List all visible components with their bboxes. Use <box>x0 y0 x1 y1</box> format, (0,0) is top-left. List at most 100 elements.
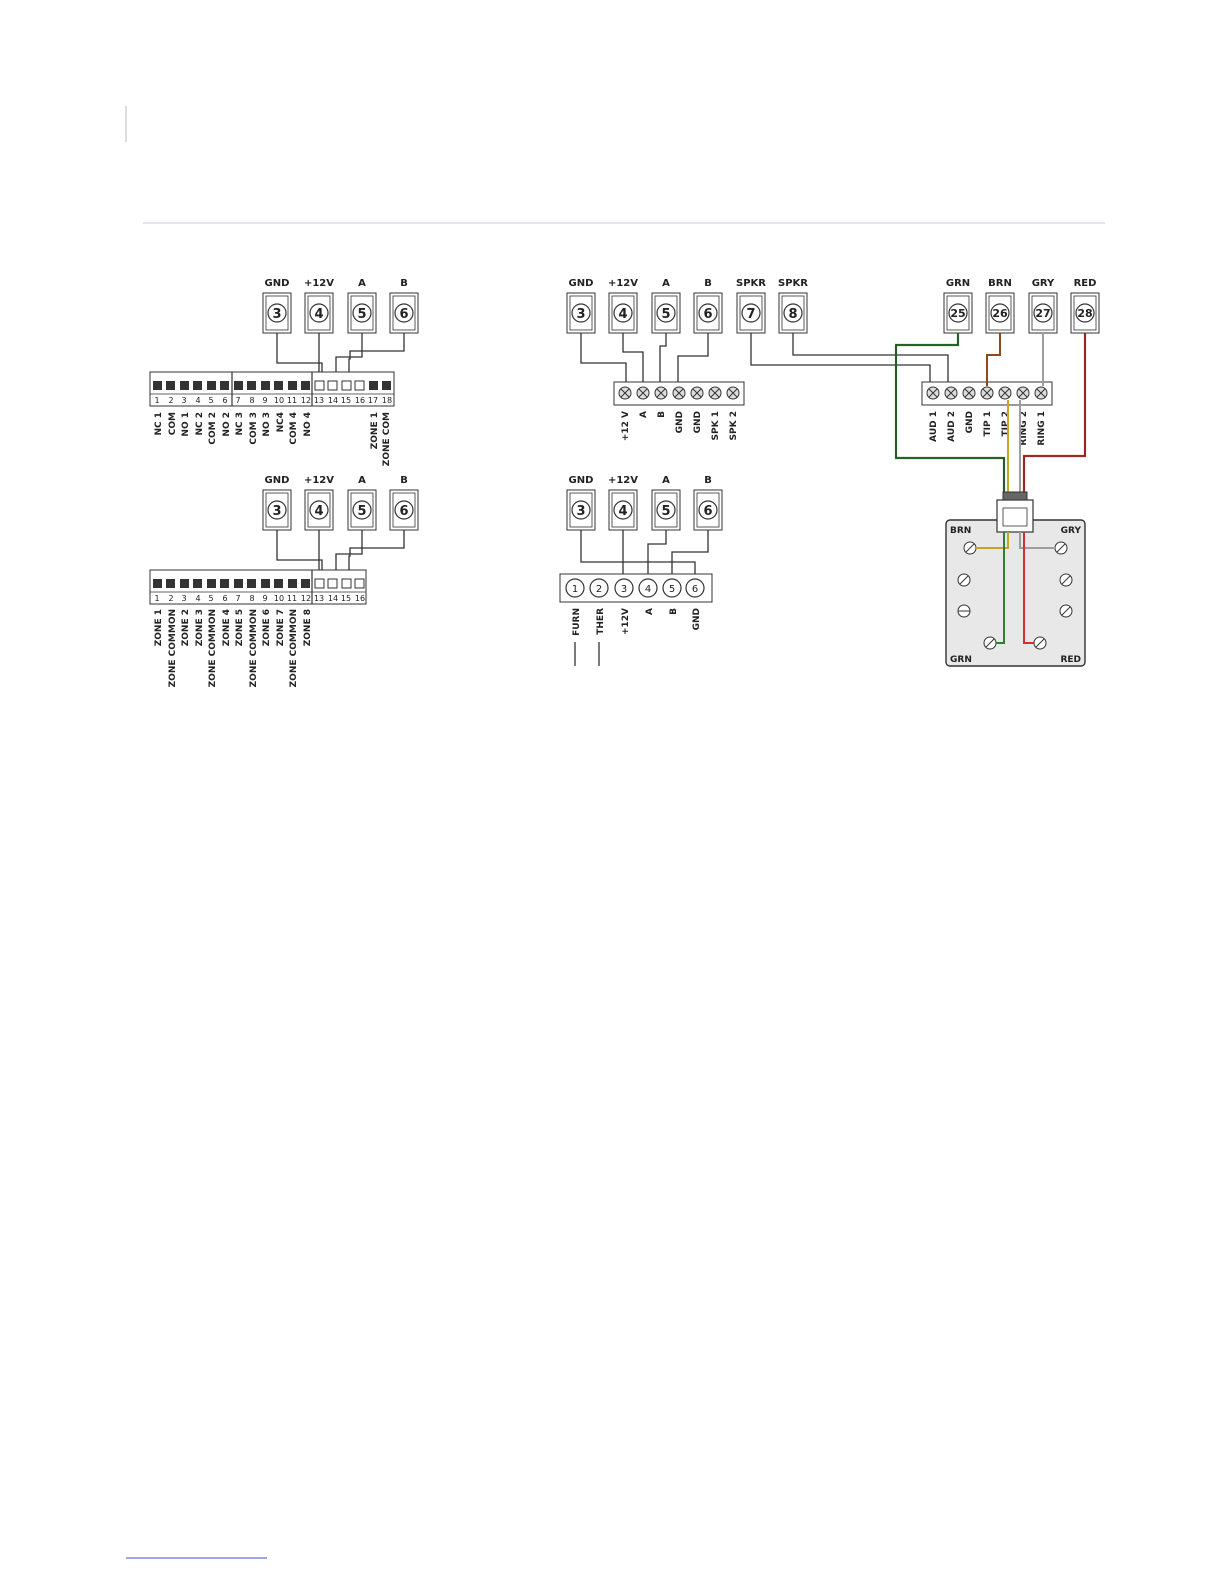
strip-numbers: 1 2 3 4 5 6 7 8 9 10 11 12 13 14 15 16 <box>154 594 365 603</box>
panel-terminal: B 6 <box>693 278 723 334</box>
terminal-label: AUD 1 <box>929 411 939 442</box>
strip-number: 6 <box>692 584 698 595</box>
terminal-label: GND <box>965 411 975 433</box>
terminal-number: 28 <box>1077 307 1092 320</box>
strip-number: 11 <box>287 594 297 603</box>
panel-terminal: GND 3 <box>566 278 596 334</box>
terminal-number: 3 <box>576 504 585 519</box>
bottom-right-diagram: GND 3 +12V 4 A 5 B <box>559 475 723 666</box>
terminal-number: 5 <box>357 504 366 519</box>
strip-number: 6 <box>222 594 227 603</box>
module-strip: +12 V A B GND GND SPK 1 SPK 2 <box>613 381 745 441</box>
terminal-label: NC 2 <box>195 412 205 436</box>
terminal-number: 3 <box>272 307 281 322</box>
strip-number: 2 <box>168 594 173 603</box>
terminal-number: 6 <box>399 504 408 519</box>
terminal-strip: 1 2 3 4 5 6 7 8 9 10 11 12 13 14 15 16 1… <box>149 371 395 407</box>
terminal-label: GND <box>675 411 685 433</box>
audio-strip: AUD 1 AUD 2 GND TIP 1 TIP 2 RING 2 RING … <box>921 381 1053 446</box>
terminal-label: SPK 1 <box>711 411 721 440</box>
strip-number: 13 <box>314 594 324 603</box>
strip-number: 14 <box>328 594 338 603</box>
terminal-number: 5 <box>357 307 366 322</box>
jack-label-gry: GRY <box>1061 526 1082 536</box>
black-wires <box>580 333 949 385</box>
terminal-label: ZONE 6 <box>262 609 272 646</box>
terminal-label: NO 4 <box>303 412 313 437</box>
panel-terminal: A 5 <box>651 278 681 334</box>
strip-number: 5 <box>208 396 213 405</box>
terminal-label: A <box>645 608 655 615</box>
panel-terminal: B 6 <box>389 278 419 334</box>
module-labels: +12 V A B GND GND SPK 1 SPK 2 <box>621 411 739 441</box>
strip-number: 2 <box>596 584 602 595</box>
bottom-left-diagram: GND 3 +12V 4 A 5 B <box>149 475 419 687</box>
terminal-number: 26 <box>992 307 1008 320</box>
terminal-labels: NC 1 COM NO 1 NC 2 COM 2 NO 2 NC 3 COM 3… <box>154 412 392 466</box>
strip-number: 15 <box>341 594 351 603</box>
panel-terminal: A 5 <box>651 475 681 531</box>
panel-terminals: GND 3 +12V 4 A 5 B <box>262 278 419 334</box>
panel-terminal: +12V 4 <box>304 278 334 334</box>
strip-numbers: 1 2 3 4 5 6 7 8 9 10 11 12 13 14 15 16 1… <box>154 396 392 405</box>
panel-terminal: +12V 4 <box>608 278 638 334</box>
strip-number: 2 <box>168 396 173 405</box>
strip-number: 14 <box>328 396 338 405</box>
strip-number: 13 <box>314 396 324 405</box>
terminal-number: 7 <box>746 307 755 322</box>
wires <box>580 530 709 578</box>
terminal-strip: 1 2 3 4 5 6 7 8 9 10 11 12 13 14 15 16 <box>149 569 367 605</box>
panel-terminal: B 6 <box>693 475 723 531</box>
terminal-labels: ZONE 1 ZONE COMMON ZONE 2 ZONE 3 ZONE CO… <box>154 609 313 687</box>
terminal-label: RING 2 <box>1019 411 1029 446</box>
terminal-header: GND <box>265 475 290 486</box>
terminal-header: BRN <box>988 278 1012 289</box>
colored-wires <box>894 333 1087 492</box>
terminal-label: NO 3 <box>262 412 272 437</box>
terminal-label: ZONE COMMON <box>289 609 299 687</box>
terminal-label: TIP 2 <box>1001 411 1011 436</box>
terminal-label: +12 V <box>621 411 631 441</box>
panel-terminal: GRY 27 <box>1028 278 1058 334</box>
phone-jack: BRN GRY GRN RED <box>945 491 1086 667</box>
terminal-number: 4 <box>618 504 627 519</box>
panel-terminals: GND 3 +12V 4 A 5 B <box>262 475 419 531</box>
terminal-number: 3 <box>272 504 281 519</box>
terminal-number: 4 <box>314 504 323 519</box>
strip-number: 15 <box>341 396 351 405</box>
strip-number: 17 <box>368 396 378 405</box>
strip-number: 12 <box>301 396 311 405</box>
terminal-strip: 1 2 3 4 5 6 <box>559 573 713 603</box>
strip-number: 3 <box>621 584 627 595</box>
terminal-label: ZONE COMMON <box>208 609 218 687</box>
terminal-number: 4 <box>618 307 627 322</box>
terminal-header: +12V <box>608 475 638 486</box>
terminal-number: 27 <box>1035 307 1050 320</box>
panel-terminal: +12V 4 <box>608 475 638 531</box>
jack-label-grn: GRN <box>950 655 972 665</box>
terminal-number: 6 <box>703 307 712 322</box>
panel-terminal: RED 28 <box>1070 278 1100 334</box>
panel-terminal: A 5 <box>347 475 377 531</box>
strip-number: 4 <box>195 594 200 603</box>
numbered-terminals: 1 2 3 4 5 6 <box>565 578 705 598</box>
terminal-number: 5 <box>661 504 670 519</box>
terminal-header: B <box>704 278 712 289</box>
strip-number: 18 <box>382 396 392 405</box>
terminal-labels: FURN THER +12V A B GND <box>572 608 702 636</box>
terminal-header: GRN <box>946 278 970 289</box>
terminal-header: SPKR <box>736 278 766 289</box>
terminal-header: SPKR <box>778 278 808 289</box>
strip-number: 10 <box>274 594 284 603</box>
strip-number: 10 <box>274 396 284 405</box>
panel-terminal: GND 3 <box>262 278 292 334</box>
terminal-number: 6 <box>703 504 712 519</box>
terminal-label: GND <box>692 608 702 630</box>
terminal-number: 6 <box>399 307 408 322</box>
audio-labels: AUD 1 AUD 2 GND TIP 1 TIP 2 RING 2 RING … <box>929 411 1047 446</box>
terminal-label: NO 1 <box>181 412 191 437</box>
terminal-header: RED <box>1074 278 1097 289</box>
wires <box>276 530 405 576</box>
strip-number: 11 <box>287 396 297 405</box>
